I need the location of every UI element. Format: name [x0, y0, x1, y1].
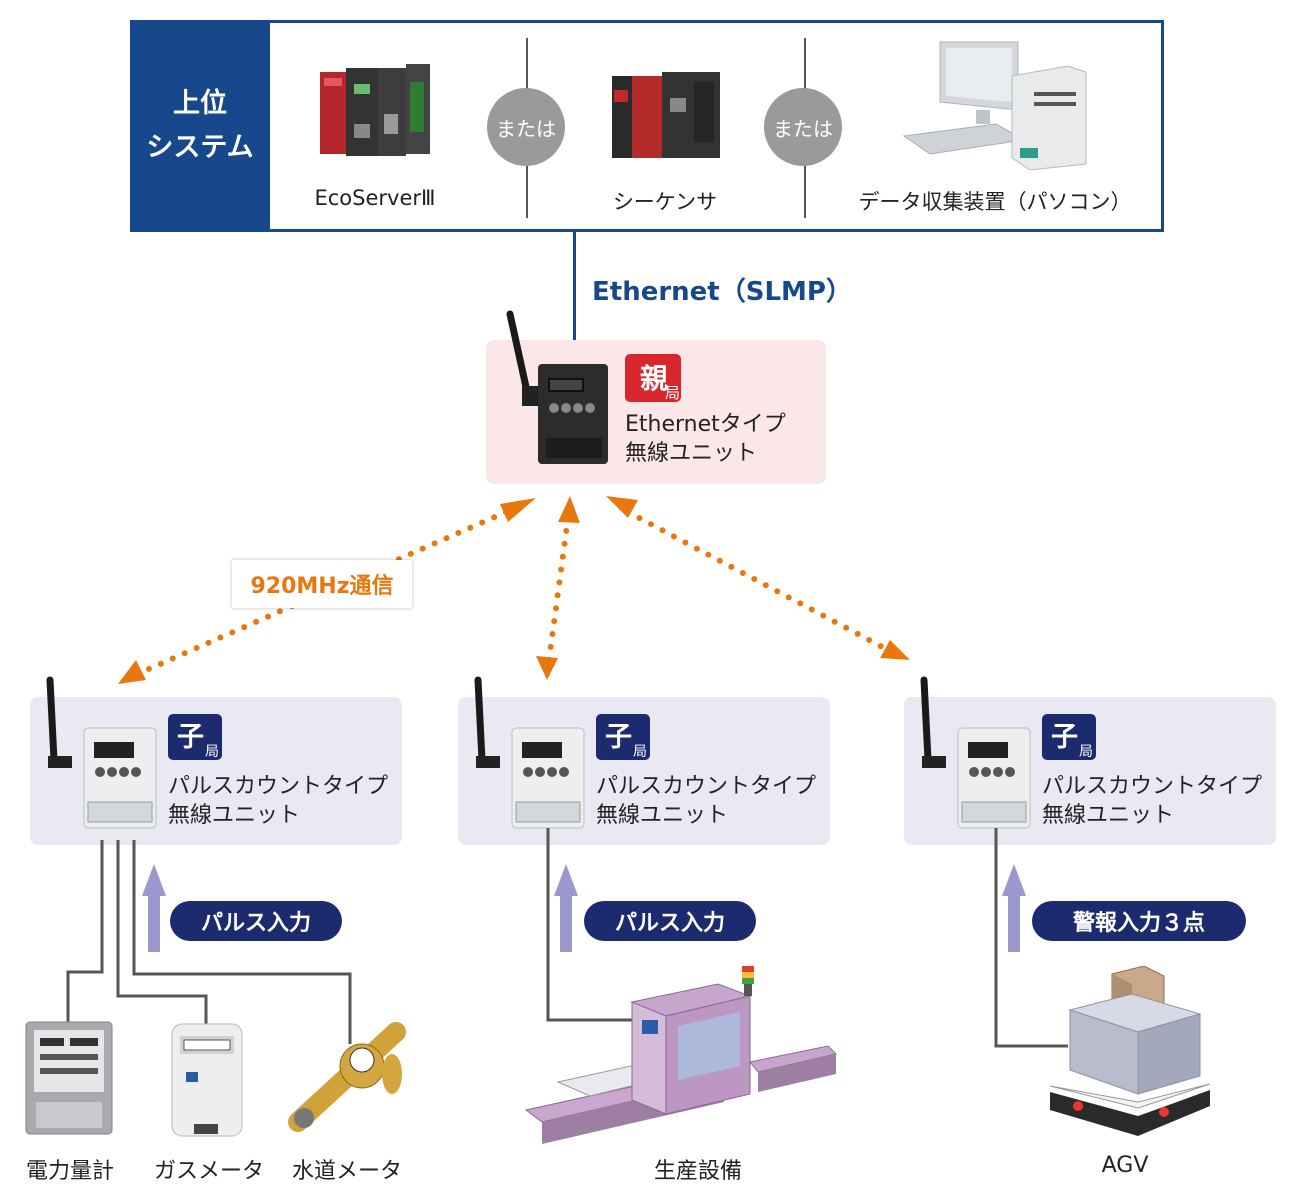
upper-system-label-line1: 上位	[173, 88, 227, 119]
child-unit-label-2: パルスカウントタイプ 無線ユニット	[596, 772, 816, 830]
water-meter-image	[288, 1022, 406, 1132]
parent-badge-main: 親	[640, 362, 668, 395]
wire-power-meter	[66, 840, 104, 1030]
child-unit-label-1-line2: 無線ユニット	[168, 803, 301, 828]
child-unit-label-3: パルスカウントタイプ 無線ユニット	[1042, 772, 1262, 830]
ethernet-line	[573, 232, 576, 362]
device-label-pc: データ収集装置（パソコン）	[858, 190, 1132, 214]
upper-system-label-line2: システム	[146, 132, 254, 163]
parent-badge-sub: 局	[665, 384, 680, 402]
wire-production	[546, 828, 640, 1022]
input-arrow-head-3	[1002, 864, 1026, 896]
gas-meter-image	[171, 1023, 243, 1137]
child-unit-device-image-1	[46, 676, 157, 829]
arrowhead-left-top	[500, 498, 536, 522]
arrowhead-left-bottom	[118, 660, 146, 684]
child-unit-label-3-line1: パルスカウントタイプ	[1042, 774, 1263, 799]
comm-label: 920MHz通信	[232, 560, 412, 608]
equipment-label-water-meter: 水道メータ	[291, 1159, 402, 1184]
input-label-1: パルス入力	[170, 901, 342, 941]
parent-unit-device-image	[506, 310, 608, 464]
child-badge-main-2: 子	[605, 722, 632, 753]
child-unit-label-3-line2: 無線ユニット	[1042, 803, 1175, 828]
child-badge-icon-1: 子 局	[168, 714, 222, 760]
sequencer-device-image	[612, 72, 720, 158]
child-badge-sub-1: 局	[205, 744, 219, 760]
input-arrow-head-2	[554, 864, 578, 896]
agv-image	[1049, 966, 1211, 1136]
arrow-line-center	[546, 515, 571, 663]
arrow-line-right	[625, 509, 891, 653]
child-badge-main-3: 子	[1051, 722, 1078, 753]
parent-unit-label-line2: 無線ユニット	[625, 441, 758, 466]
child-unit-device-image-2	[474, 676, 585, 829]
ethernet-label: Ethernet（SLMP）	[592, 277, 852, 307]
ecoserver-device-image	[320, 64, 430, 156]
input-arrow-shaft-2	[560, 892, 572, 952]
child-badge-sub-3: 局	[1079, 744, 1093, 760]
arrowhead-right-bottom	[880, 640, 910, 660]
input-label-3: 警報入力３点	[1032, 901, 1246, 941]
child-unit-label-2-line1: パルスカウントタイプ	[596, 774, 817, 799]
wire-water-meter	[132, 840, 352, 1044]
arrowhead-center-bottom	[536, 656, 558, 680]
child-badge-main-1: 子	[177, 722, 204, 753]
child-badge-icon-3: 子 局	[1042, 714, 1096, 760]
child-unit-label-1: パルスカウントタイプ 無線ユニット	[168, 772, 388, 830]
input-arrow-shaft-1	[148, 892, 160, 952]
upper-system-label: 上位 システム	[130, 20, 270, 232]
or-circle-1: または	[487, 88, 565, 166]
separator-1-top	[526, 38, 528, 98]
child-unit-device-image-3	[920, 676, 1031, 829]
or-circle-2: または	[764, 88, 842, 166]
parent-unit-label-line1: Ethernetタイプ	[625, 412, 786, 437]
arrowhead-center-top	[558, 496, 580, 523]
child-unit-label-1-line1: パルスカウントタイプ	[168, 774, 389, 799]
device-label-ecoserver: EcoServerⅢ	[314, 186, 436, 210]
child-unit-label-2-line2: 無線ユニット	[596, 803, 729, 828]
separator-2-bottom	[804, 166, 806, 218]
child-badge-sub-2: 局	[633, 744, 647, 760]
separator-1-bottom	[526, 166, 528, 218]
equipment-label-gas-meter: ガスメータ	[153, 1159, 264, 1184]
wire-agv	[994, 828, 1068, 1048]
separator-2-top	[804, 38, 806, 98]
wire-gas-meter	[116, 840, 208, 1028]
power-meter-image	[25, 1021, 113, 1135]
parent-badge-icon: 親 局	[625, 354, 681, 402]
pc-device-image	[902, 41, 1087, 170]
input-arrow-head-1	[142, 864, 166, 896]
child-badge-icon-2: 子 局	[596, 714, 650, 760]
input-arrow-shaft-3	[1008, 892, 1020, 952]
equipment-label-power-meter: 電力量計	[25, 1159, 114, 1184]
arrowhead-right-top	[606, 496, 638, 518]
parent-unit-label: Ethernetタイプ 無線ユニット	[625, 410, 786, 468]
device-label-sequencer: シーケンサ	[612, 190, 718, 214]
arrow-line-left	[139, 509, 509, 675]
equipment-label-production: 生産設備	[653, 1159, 742, 1184]
production-equipment-image	[524, 966, 837, 1144]
input-label-2: パルス入力	[584, 901, 756, 941]
equipment-label-agv: AGV	[1101, 1153, 1149, 1178]
